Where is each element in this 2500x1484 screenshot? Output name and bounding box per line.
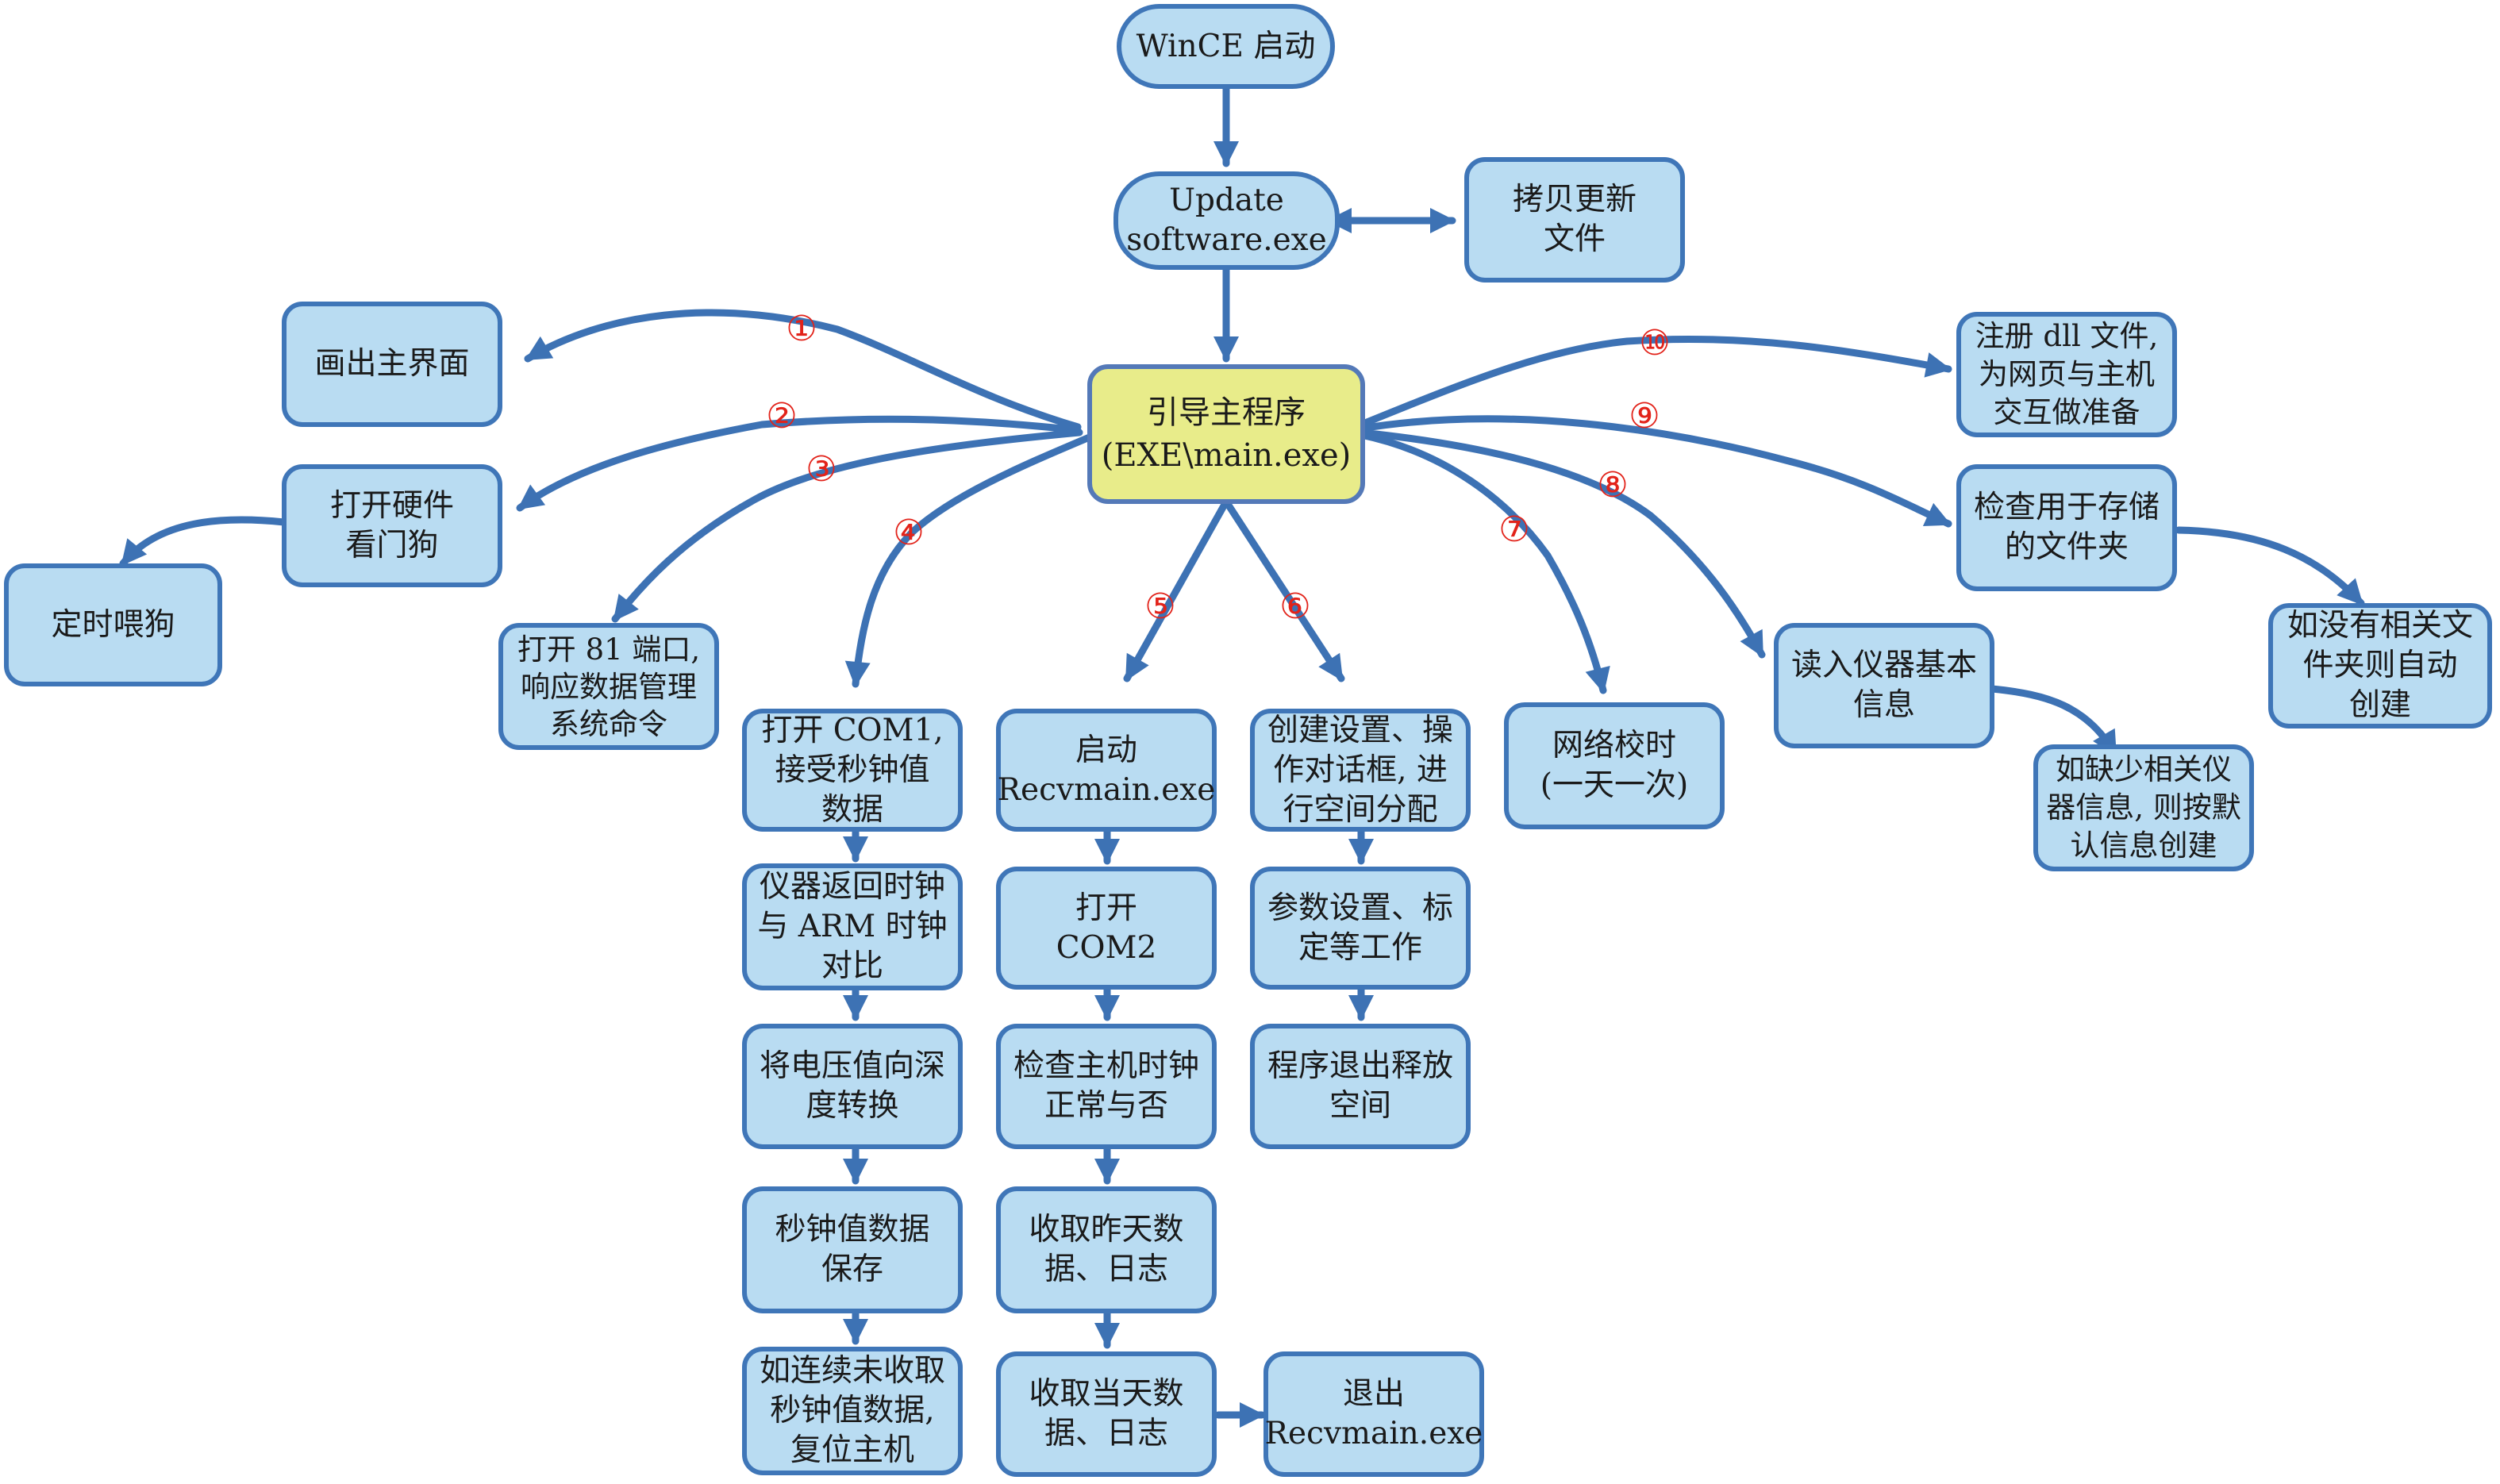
node-watchdog-open: 打开硬件 看门狗 (282, 464, 502, 587)
node-exit-release: 程序退出释放 空间 (1250, 1024, 1471, 1149)
step-number-2: ② (766, 396, 798, 436)
node-voltage-depth: 将电压值向深 度转换 (742, 1024, 963, 1149)
node-main-program: 引导主程序 (EXE\main.exe) (1087, 364, 1365, 504)
step-number-1: ① (786, 309, 817, 349)
node-auto-create: 如没有相关文 件夹则自动 创建 (2268, 603, 2492, 729)
node-default-info: 如缺少相关仪 器信息, 则按默 认信息创建 (2033, 744, 2254, 871)
step-number-8: ⑧ (1597, 465, 1629, 506)
node-recv-yesterday: 收取昨天数 据、日志 (996, 1186, 1217, 1313)
node-com1: 打开 COM1, 接受秒钟值 数据 (742, 709, 963, 832)
node-wince-start: WinCE 启动 (1117, 4, 1335, 89)
arrow-main-create-dialog (1222, 498, 1345, 682)
node-com2: 打开 COM2 (996, 867, 1217, 990)
node-update-software: Update software.exe (1113, 171, 1340, 270)
arrow-main-port81 (611, 429, 1083, 623)
arrow-main-watchdog (516, 415, 1082, 512)
step-number-5: ⑤ (1144, 586, 1176, 627)
node-reset-host: 如连续未收取 秒钟值数据, 复位主机 (742, 1347, 963, 1475)
arrow-checkfolder-autocreate (2175, 526, 2365, 607)
node-draw-main: 画出主界面 (282, 302, 502, 427)
node-seconds-save: 秒钟值数据 保存 (742, 1186, 963, 1313)
arrow-main-network (1357, 431, 1610, 694)
arrow-main-readinfo (1357, 429, 1766, 659)
node-check-folder: 检查用于存储 的文件夹 (1956, 464, 2177, 591)
arrow-main-draw (524, 309, 1082, 431)
arrow-main-checkfolder (1357, 415, 1952, 528)
step-number-9: ⑨ (1629, 396, 1660, 436)
arrow-readinfo-default (1988, 685, 2119, 758)
arrow-main-register (1357, 335, 1952, 429)
step-number-4: ④ (893, 513, 925, 553)
arrow-main-start-recv (1123, 498, 1230, 682)
step-number-10: ⑩ (1639, 323, 1671, 363)
node-recv-today: 收取当天数 据、日志 (996, 1351, 1217, 1477)
node-copy-update: 拷贝更新 文件 (1464, 157, 1685, 283)
node-clock-compare: 仪器返回时钟 与 ARM 时钟 对比 (742, 863, 963, 990)
node-exit-recv: 退出 Recvmain.exe (1263, 1351, 1484, 1477)
node-register-dll: 注册 dll 文件, 为网页与主机 交互做准备 (1956, 312, 2177, 437)
node-create-dialog: 创建设置、操 作对话框, 进 行空间分配 (1250, 709, 1471, 832)
node-network-time: 网络校时 (一天一次) (1504, 702, 1725, 829)
node-watchdog-feed: 定时喂狗 (4, 563, 222, 686)
step-number-7: ⑦ (1498, 509, 1530, 550)
arrow-watchdog-feed (119, 516, 288, 567)
node-start-recv: 启动 Recvmain.exe (996, 709, 1217, 832)
node-check-clock: 检查主机时钟 正常与否 (996, 1024, 1217, 1149)
step-number-3: ③ (806, 449, 837, 490)
node-param-setup: 参数设置、标 定等工作 (1250, 867, 1471, 990)
arrow-main-com1 (844, 433, 1095, 688)
node-read-info: 读入仪器基本 信息 (1774, 623, 1994, 748)
node-port81: 打开 81 端口, 响应数据管理 系统命令 (498, 623, 719, 750)
step-number-6: ⑥ (1279, 586, 1311, 627)
